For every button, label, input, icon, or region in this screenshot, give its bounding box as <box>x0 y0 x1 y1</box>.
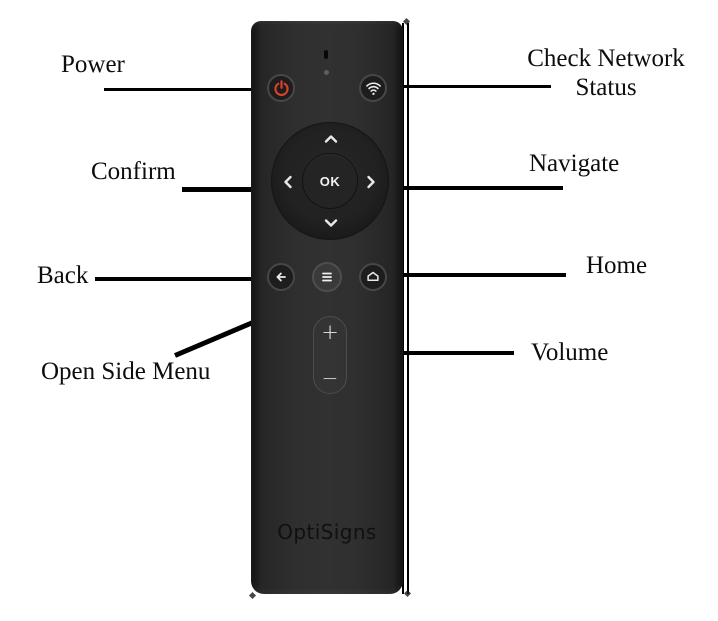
microphone-hole <box>324 50 328 59</box>
ok-confirm-button: OK <box>303 154 357 208</box>
power-label: Power <box>61 51 125 78</box>
home-label: Home <box>586 252 648 279</box>
volume-down-glyph: − <box>321 366 339 390</box>
chevron-right-icon <box>362 173 380 191</box>
back-label: Back <box>37 262 89 289</box>
check-network-status-label-line2: Status <box>575 73 637 101</box>
volume-up-glyph: + <box>321 320 339 344</box>
check-network-status-label: Check Network Status <box>513 45 699 103</box>
home-button <box>359 263 387 291</box>
navigation-dpad: OK <box>271 122 389 240</box>
check-network-status-label-line1: Check Network <box>527 45 685 72</box>
volume-rocker: + − <box>313 316 347 394</box>
volume-leader-line <box>362 351 514 355</box>
corner-mark <box>248 591 257 600</box>
remote-control-body: OK <box>251 21 403 594</box>
chevron-left-icon <box>279 173 297 191</box>
corner-mark <box>403 589 412 598</box>
brand-wordmark: OptiSigns <box>277 520 377 544</box>
home-icon <box>365 269 381 285</box>
open-side-menu-button <box>312 262 342 292</box>
back-leader-line <box>95 277 251 281</box>
home-leader-line <box>403 273 566 277</box>
power-icon <box>273 79 290 97</box>
power-button <box>267 74 295 102</box>
power-leader-line <box>104 88 256 91</box>
navigate-label: Navigate <box>529 150 620 177</box>
chevron-up-icon <box>322 130 340 148</box>
open-side-menu-label: Open Side Menu <box>41 358 211 385</box>
image-border-line <box>407 23 409 594</box>
confirm-label: Confirm <box>91 158 176 185</box>
chevron-down-icon <box>322 214 340 232</box>
back-arrow-icon <box>273 269 289 285</box>
image-border-line <box>402 23 404 594</box>
hamburger-menu-icon <box>318 268 336 286</box>
check-network-leader-line <box>403 85 551 88</box>
status-led-dot <box>324 70 329 75</box>
wifi-icon <box>365 80 382 97</box>
check-network-status-button <box>359 74 387 102</box>
back-button <box>267 263 295 291</box>
navigate-leader-line <box>403 186 563 190</box>
ok-button-label: OK <box>319 173 341 189</box>
volume-label: Volume <box>531 339 609 366</box>
